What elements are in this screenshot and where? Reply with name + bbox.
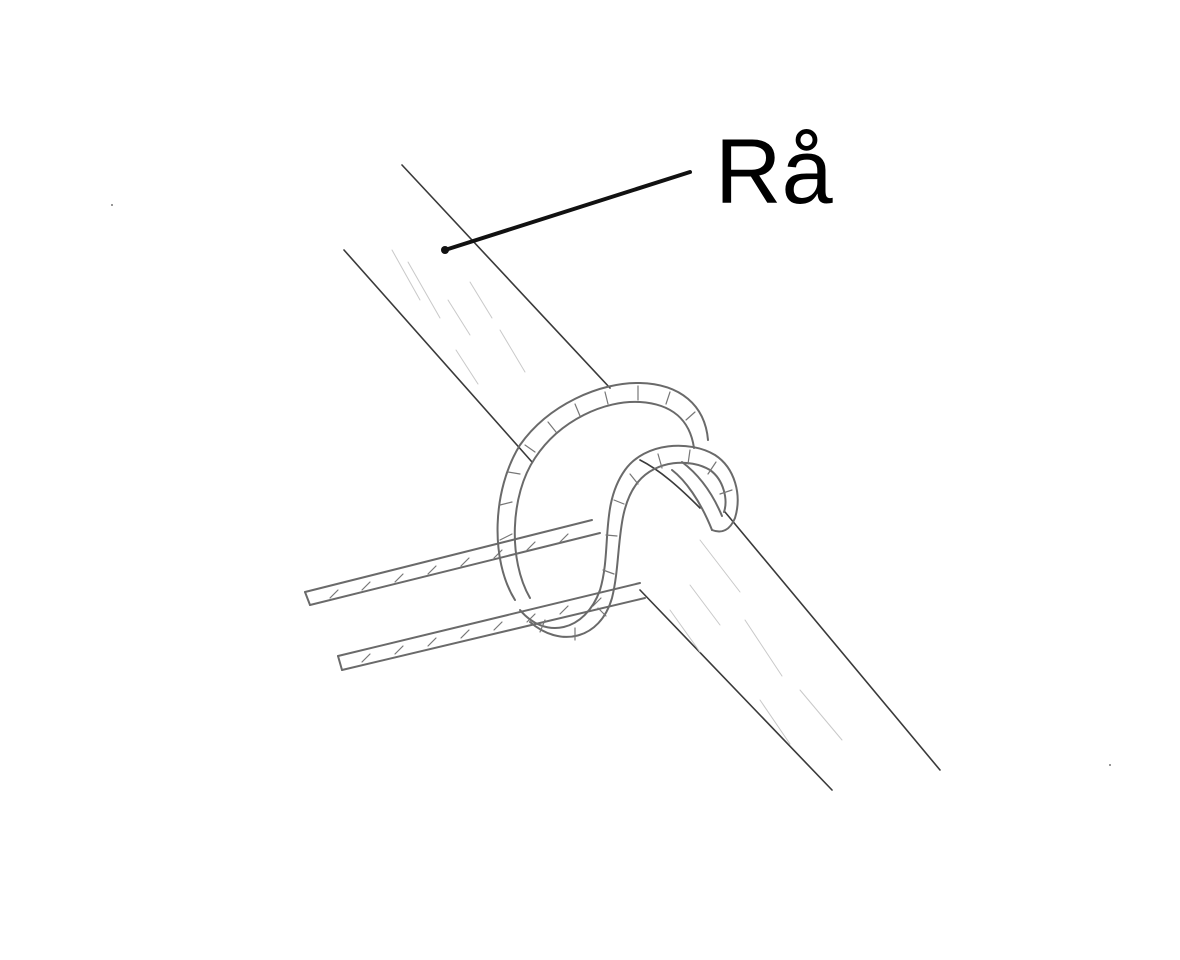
rope-front-loop-twists	[539, 449, 733, 641]
rope-upper-strand-twists	[329, 533, 569, 599]
rope-tuck	[671, 469, 713, 531]
yard-label: Rå	[715, 121, 833, 223]
rope-back-loop-outer	[496, 381, 709, 601]
rope-upper-strand-bottom	[309, 532, 601, 606]
rope-upper-strand-end	[304, 591, 311, 606]
yard-edge-lower	[343, 249, 533, 463]
rope-lower-strand-top	[337, 582, 641, 657]
paper-speck-left	[111, 204, 113, 206]
rope-front-loop-inner	[529, 461, 727, 638]
label-leader-dot	[441, 246, 449, 254]
yard-edge-upper-lower-part	[724, 511, 941, 771]
rope-back-loop-twists	[499, 385, 696, 541]
rope-lower-strand-twists	[361, 597, 602, 663]
rope-standing-parts	[304, 519, 646, 671]
label-leader-line	[443, 170, 692, 252]
paper-speck-right	[1109, 764, 1111, 766]
rope-front-loop-outer	[519, 444, 739, 629]
rope-loops	[496, 381, 739, 641]
rope-upper-strand-top	[304, 519, 593, 593]
yard-edge-upper	[401, 164, 611, 389]
rope-tuck-inner	[681, 461, 723, 517]
yard-shading	[391, 249, 843, 745]
rope-back-loop-inner	[513, 400, 695, 599]
yard-cut-edge	[639, 459, 701, 509]
yard-edge-lower-lower-part	[639, 589, 833, 791]
rope-lower-strand-bottom	[341, 597, 646, 671]
rope-lower-strand-end	[337, 655, 343, 671]
yard-spar	[343, 164, 941, 791]
